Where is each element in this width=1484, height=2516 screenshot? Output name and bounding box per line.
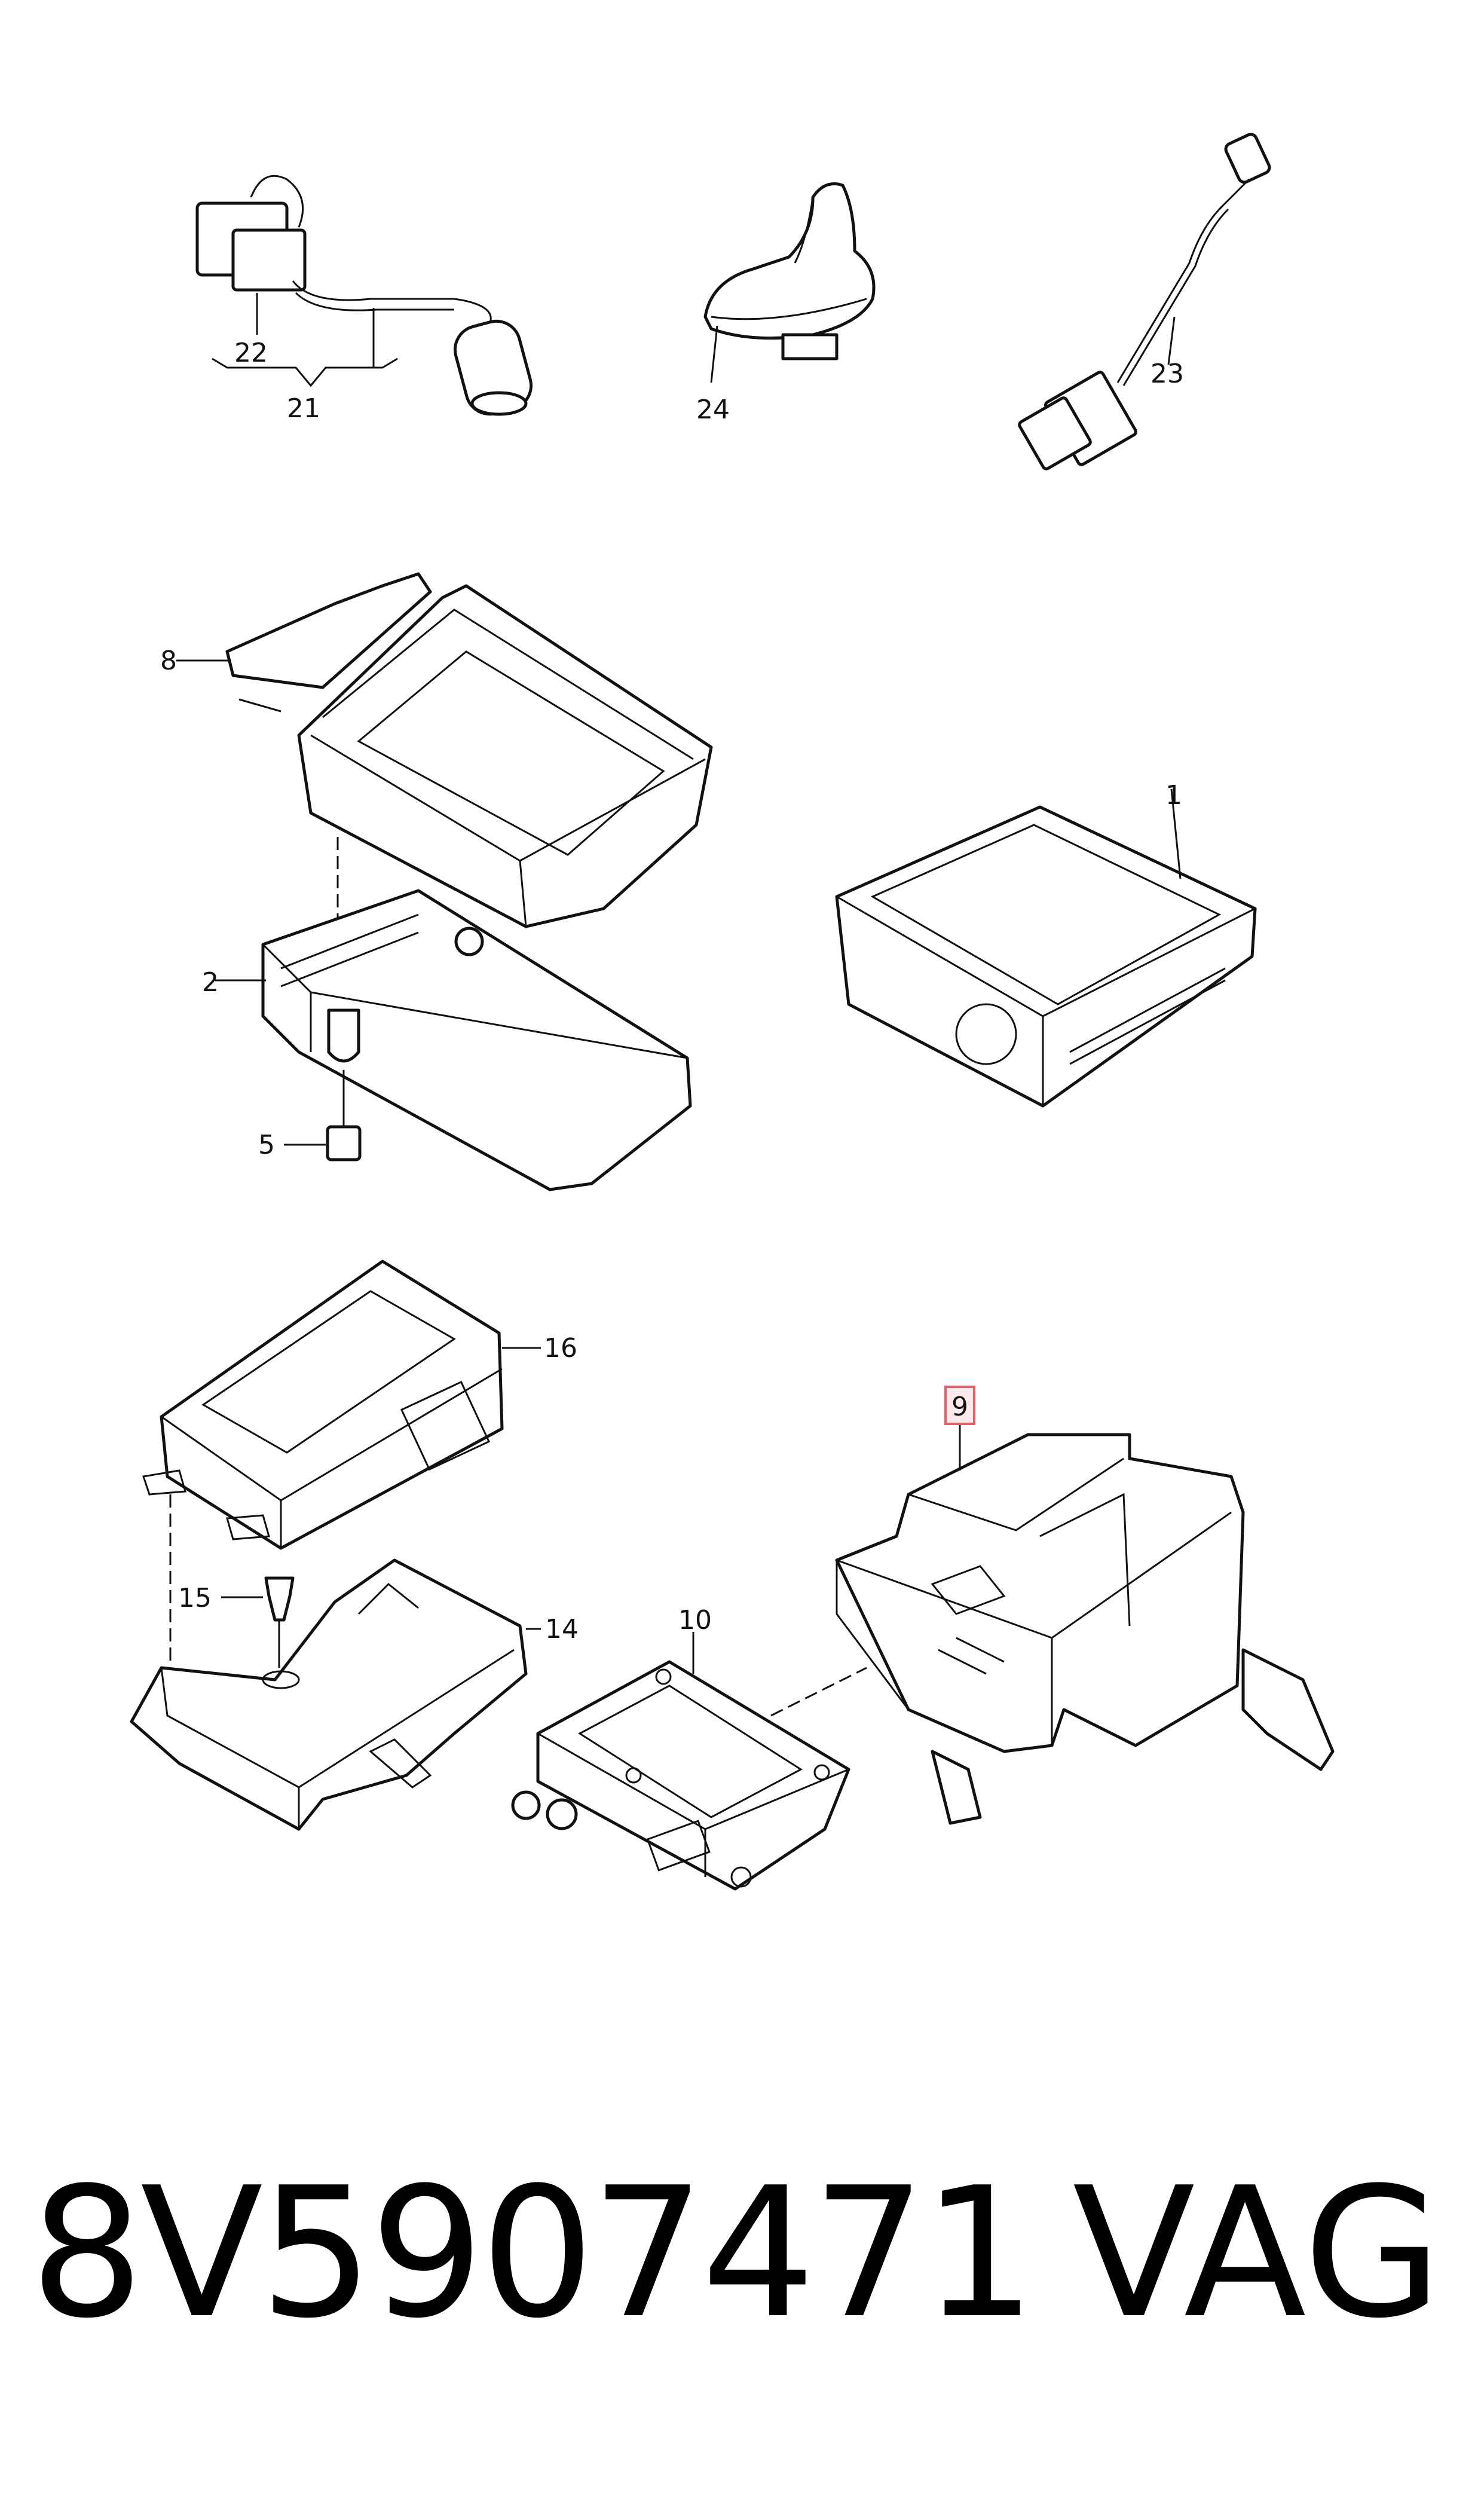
part-23-antenna-cable (1018, 133, 1271, 470)
part-14-bracket (130, 1558, 541, 1831)
callout-14: 14 (545, 1614, 579, 1644)
callout-9-highlight-box (944, 1386, 975, 1425)
part-number: 8V5907471 (30, 2149, 1036, 2358)
part-8-tray-box (176, 572, 713, 992)
part-15-clip (221, 1576, 295, 1668)
exploded-parts-diagram: 22 21 24 23 8 (130, 133, 1335, 1891)
part-10-control-module (511, 1632, 867, 1891)
callout-9: 9 (951, 1392, 968, 1422)
callout-8: 8 (160, 646, 177, 676)
brand-name: VAG (1072, 2149, 1442, 2358)
callout-21: 21 (287, 393, 320, 424)
callout-23: 23 (1151, 359, 1184, 389)
callout-1: 1 (1165, 780, 1182, 811)
callout-5: 5 (258, 1130, 275, 1160)
part-24-shark-fin-antenna (703, 182, 876, 383)
callout-10: 10 (678, 1605, 712, 1635)
part-16-cover (142, 1259, 541, 1662)
footer: 8V5907471 VAG (0, 2128, 1484, 2379)
part-9-holder (835, 1423, 1335, 1825)
callout-2: 2 (202, 967, 219, 998)
part-1-radio-unit (835, 788, 1257, 1108)
part-2-module (215, 889, 692, 1191)
part-21-cable-harness (195, 175, 533, 416)
callout-15: 15 (178, 1583, 212, 1613)
callout-22: 22 (234, 338, 268, 368)
callout-16: 16 (544, 1333, 577, 1364)
callout-24: 24 (696, 395, 730, 425)
